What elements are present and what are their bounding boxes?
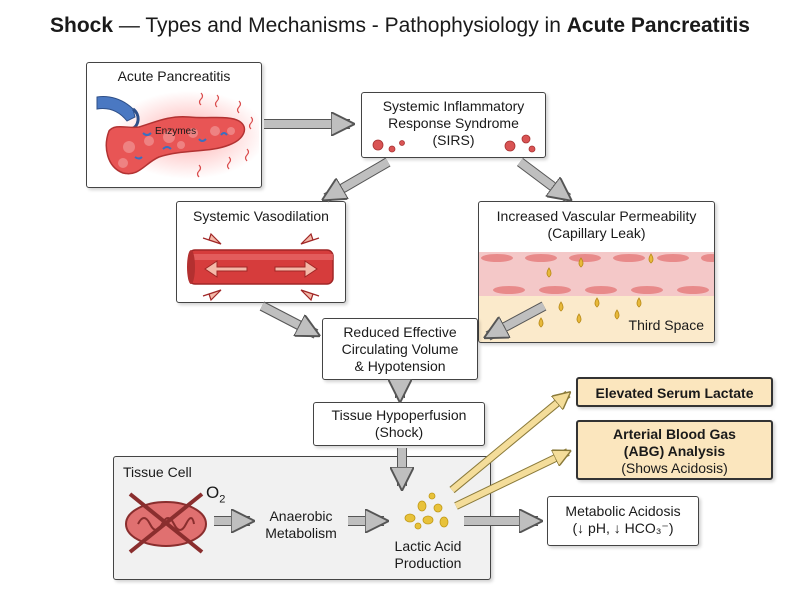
systemic-vasodilation-title: Systemic Vasodilation: [193, 208, 329, 224]
anaerobic-metabolism-label: Anaerobic Metabolism: [258, 508, 344, 542]
sirs-box: Systemic Inflammatory Response Syndrome …: [361, 92, 546, 158]
reduced-volume-line-1: Reduced Effective: [343, 324, 457, 340]
third-space-label: Third Space: [628, 317, 704, 333]
title-pancreatitis: Acute Pancreatitis: [566, 14, 750, 37]
reduced-volume-box: Reduced Effective Circulating Volume & H…: [322, 318, 478, 380]
abg-line-1: Arterial Blood Gas: [613, 426, 736, 442]
tissue-cell-title: Tissue Cell: [123, 464, 192, 480]
vascular-permeability-line-2: (Capillary Leak): [547, 225, 646, 241]
tissue-hypoperfusion-line-1: Tissue Hypoperfusion: [331, 407, 467, 423]
anaerobic-line-2: Metabolism: [265, 525, 337, 541]
arrow-lactic-to-lactate: [449, 394, 568, 494]
systemic-vasodilation-box: Systemic Vasodilation: [176, 201, 346, 303]
arrow-sirs-to-permeability: [517, 158, 568, 198]
reduced-volume-line-3: & Hypotension: [354, 358, 446, 374]
lactic-line-2: Production: [394, 555, 462, 571]
elevated-serum-lactate-box: Elevated Serum Lactate: [576, 377, 773, 407]
metabolic-acidosis-box: Metabolic Acidosis (↓ pH, ↓ HCO₃⁻): [547, 496, 699, 546]
sirs-line-2: Response Syndrome: [388, 115, 519, 131]
lactate-droplets-icon: [404, 492, 449, 530]
metabolic-acidosis-line-1: Metabolic Acidosis: [565, 503, 681, 519]
title-shock: Shock: [50, 14, 114, 37]
o2-subscript: 2: [219, 493, 226, 506]
acute-pancreatitis-title: Acute Pancreatitis: [117, 68, 231, 84]
metabolic-acidosis-line-2: (↓ pH, ↓ HCO₃⁻): [572, 520, 674, 536]
reduced-volume-line-2: Circulating Volume: [341, 341, 459, 357]
anaerobic-line-1: Anaerobic: [269, 508, 333, 524]
sirs-line-1: Systemic Inflammatory: [382, 98, 525, 114]
virus-particles-icon: [372, 134, 536, 153]
mitochondria-crossed-icon: [125, 492, 207, 554]
elevated-serum-lactate-label: Elevated Serum Lactate: [595, 385, 754, 401]
title-middle: — Types and Mechanisms - Pathophysiology…: [113, 14, 567, 37]
enzymes-label: Enzymes: [155, 126, 197, 137]
sirs-line-3: (SIRS): [432, 132, 475, 148]
o2-symbol: O: [206, 483, 220, 502]
lactic-acid-label: Lactic Acid Production: [376, 538, 480, 572]
arrow-permeability-to-volume: [488, 301, 547, 341]
abg-line-2: (ABG) Analysis: [623, 443, 726, 459]
tissue-hypoperfusion-line-2: (Shock): [374, 424, 424, 440]
lactic-line-1: Lactic Acid: [394, 538, 462, 554]
arrow-lactic-to-abg: [454, 448, 568, 510]
page-title: Shock — Types and Mechanisms - Pathophys…: [0, 14, 800, 38]
vascular-permeability-line-1: Increased Vascular Permeability: [496, 208, 697, 224]
pancreas-illustration-icon: [96, 91, 259, 179]
arrow-vasodilation-to-volume: [259, 301, 316, 339]
abg-line-3: (Shows Acidosis): [621, 460, 728, 476]
tissue-hypoperfusion-box: Tissue Hypoperfusion (Shock): [313, 402, 485, 446]
acute-pancreatitis-box: Acute Pancreatitis Enzymes: [86, 62, 262, 188]
abg-analysis-box: Arterial Blood Gas (ABG) Analysis (Shows…: [576, 420, 773, 480]
dilated-vessel-icon: [187, 232, 334, 302]
o2-label: O2: [206, 484, 225, 508]
arrow-sirs-to-vasodilation: [326, 157, 391, 203]
